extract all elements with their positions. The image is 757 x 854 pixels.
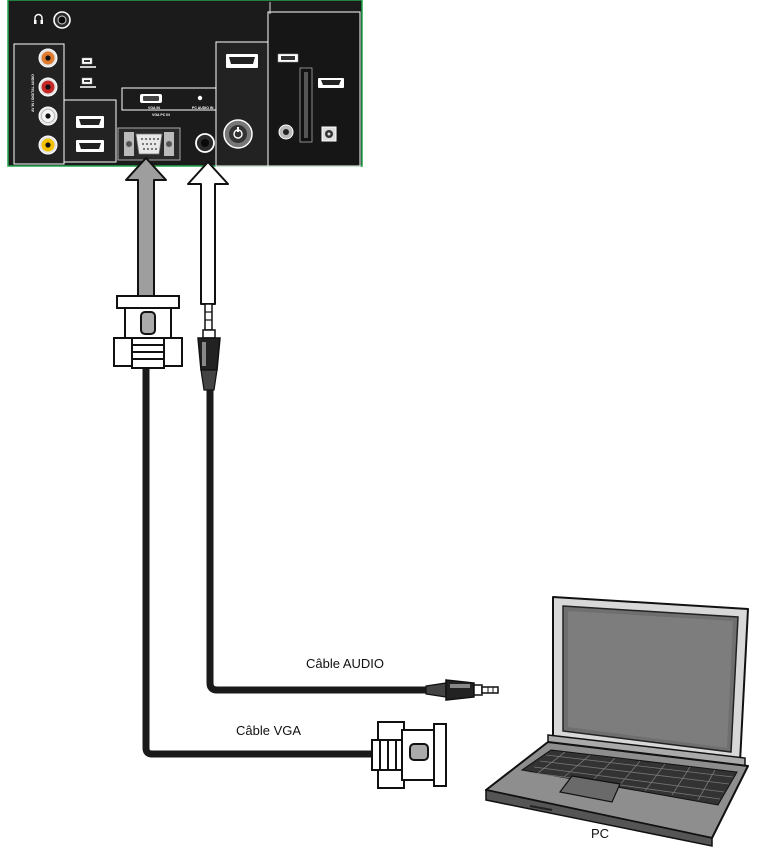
pc-audio-in-text: PC AUDIO IN (192, 106, 214, 110)
hdmi-port-2 (76, 140, 104, 152)
audio-cable (206, 384, 432, 694)
hdmi-port-1 (76, 116, 104, 128)
rca-jack-yellow (38, 135, 58, 155)
tv-back-panel: AV IN / DIGITAL AUDIO (7, 0, 363, 167)
headphone-jack (53, 11, 71, 29)
rca-jack-white (38, 106, 58, 126)
usb-port-2 (80, 77, 96, 88)
audio-cable-label: Câble AUDIO (306, 656, 385, 671)
vga-in-text: VGA IN (148, 106, 160, 110)
vga-plug-top (113, 295, 183, 369)
vga-port-label: VGA PC IN (152, 113, 170, 117)
rf-connector (223, 119, 253, 149)
pc-audio-dot (197, 95, 203, 101)
vga-arrow-up-icon (125, 157, 167, 301)
audio-plug-top (197, 303, 221, 391)
rca-jack-orange (38, 48, 58, 68)
vga-cable (142, 360, 376, 758)
pc-audio-jack (195, 133, 215, 153)
coax-port-side (278, 124, 294, 140)
vga-port (117, 127, 181, 161)
audio-plug-bottom (425, 679, 499, 701)
hdmi-port-side (318, 78, 344, 88)
audio-arrow-up-icon (187, 161, 229, 305)
vga-plug-bottom (371, 721, 447, 789)
usb-port-side-1 (277, 53, 299, 63)
sat-port-side (321, 126, 337, 142)
vga-in-small-icon (140, 94, 162, 103)
headphone-icon (34, 13, 43, 24)
pc-label: PC (591, 826, 610, 841)
laptop-icon (485, 596, 749, 847)
hdmi-port-3 (226, 54, 258, 68)
usb-port-1 (80, 57, 96, 68)
rca-jack-red (38, 77, 58, 97)
vga-cable-label: Câble VGA (236, 723, 302, 738)
svg-text:AV IN / DIGITAL AUDIO: AV IN / DIGITAL AUDIO (31, 74, 35, 112)
